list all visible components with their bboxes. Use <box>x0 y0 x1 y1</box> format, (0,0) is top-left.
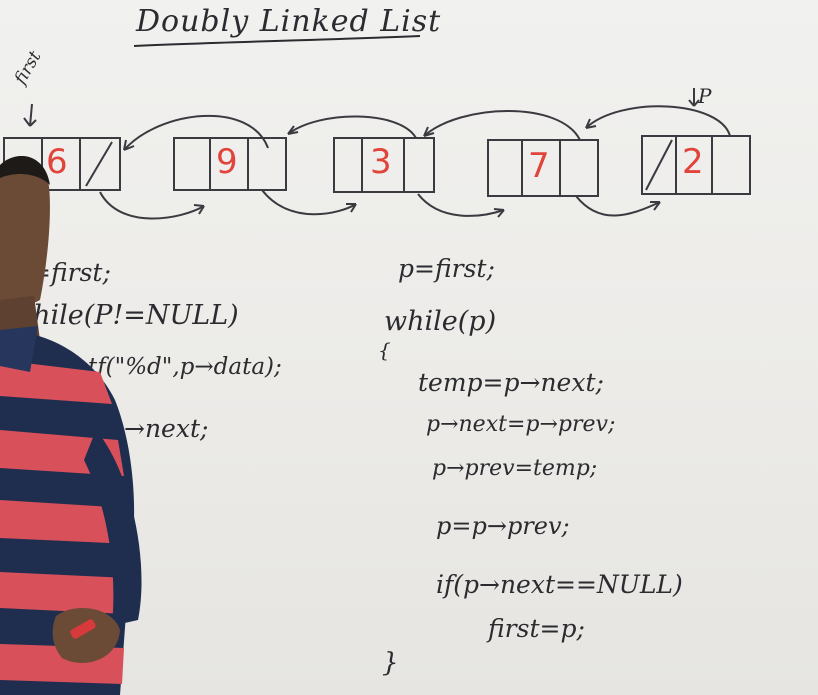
right-code-line-10: } <box>382 648 399 678</box>
right-code-line-8: if(p→next==NULL) <box>436 570 683 599</box>
p-pointer-label: P <box>698 84 712 108</box>
right-code-line-5: p→next=p→prev; <box>426 412 616 437</box>
right-code-line-3: { <box>378 338 391 362</box>
node-2 <box>173 137 287 191</box>
node-5 <box>641 135 751 195</box>
right-code-line-9: first=p; <box>488 614 585 643</box>
node-2-value: 9 <box>216 142 238 182</box>
node-5-value: 2 <box>682 142 704 182</box>
node-4 <box>487 139 599 197</box>
node-4-value: 7 <box>528 146 550 186</box>
node-3 <box>333 137 435 193</box>
right-code-line-1: p=first; <box>398 254 495 283</box>
right-code-line-4: temp=p→next; <box>418 368 604 397</box>
node-3-value: 3 <box>370 142 392 182</box>
node-1-value: 6 <box>46 142 68 182</box>
right-code-line-7: p=p→prev; <box>436 512 570 540</box>
board-title: Doubly Linked List <box>136 4 442 39</box>
right-code-line-2: while(p) <box>384 306 497 337</box>
left-code-line-2: while(P!=NULL) <box>10 300 239 331</box>
right-code-line-6: p→prev=temp; <box>432 456 598 481</box>
